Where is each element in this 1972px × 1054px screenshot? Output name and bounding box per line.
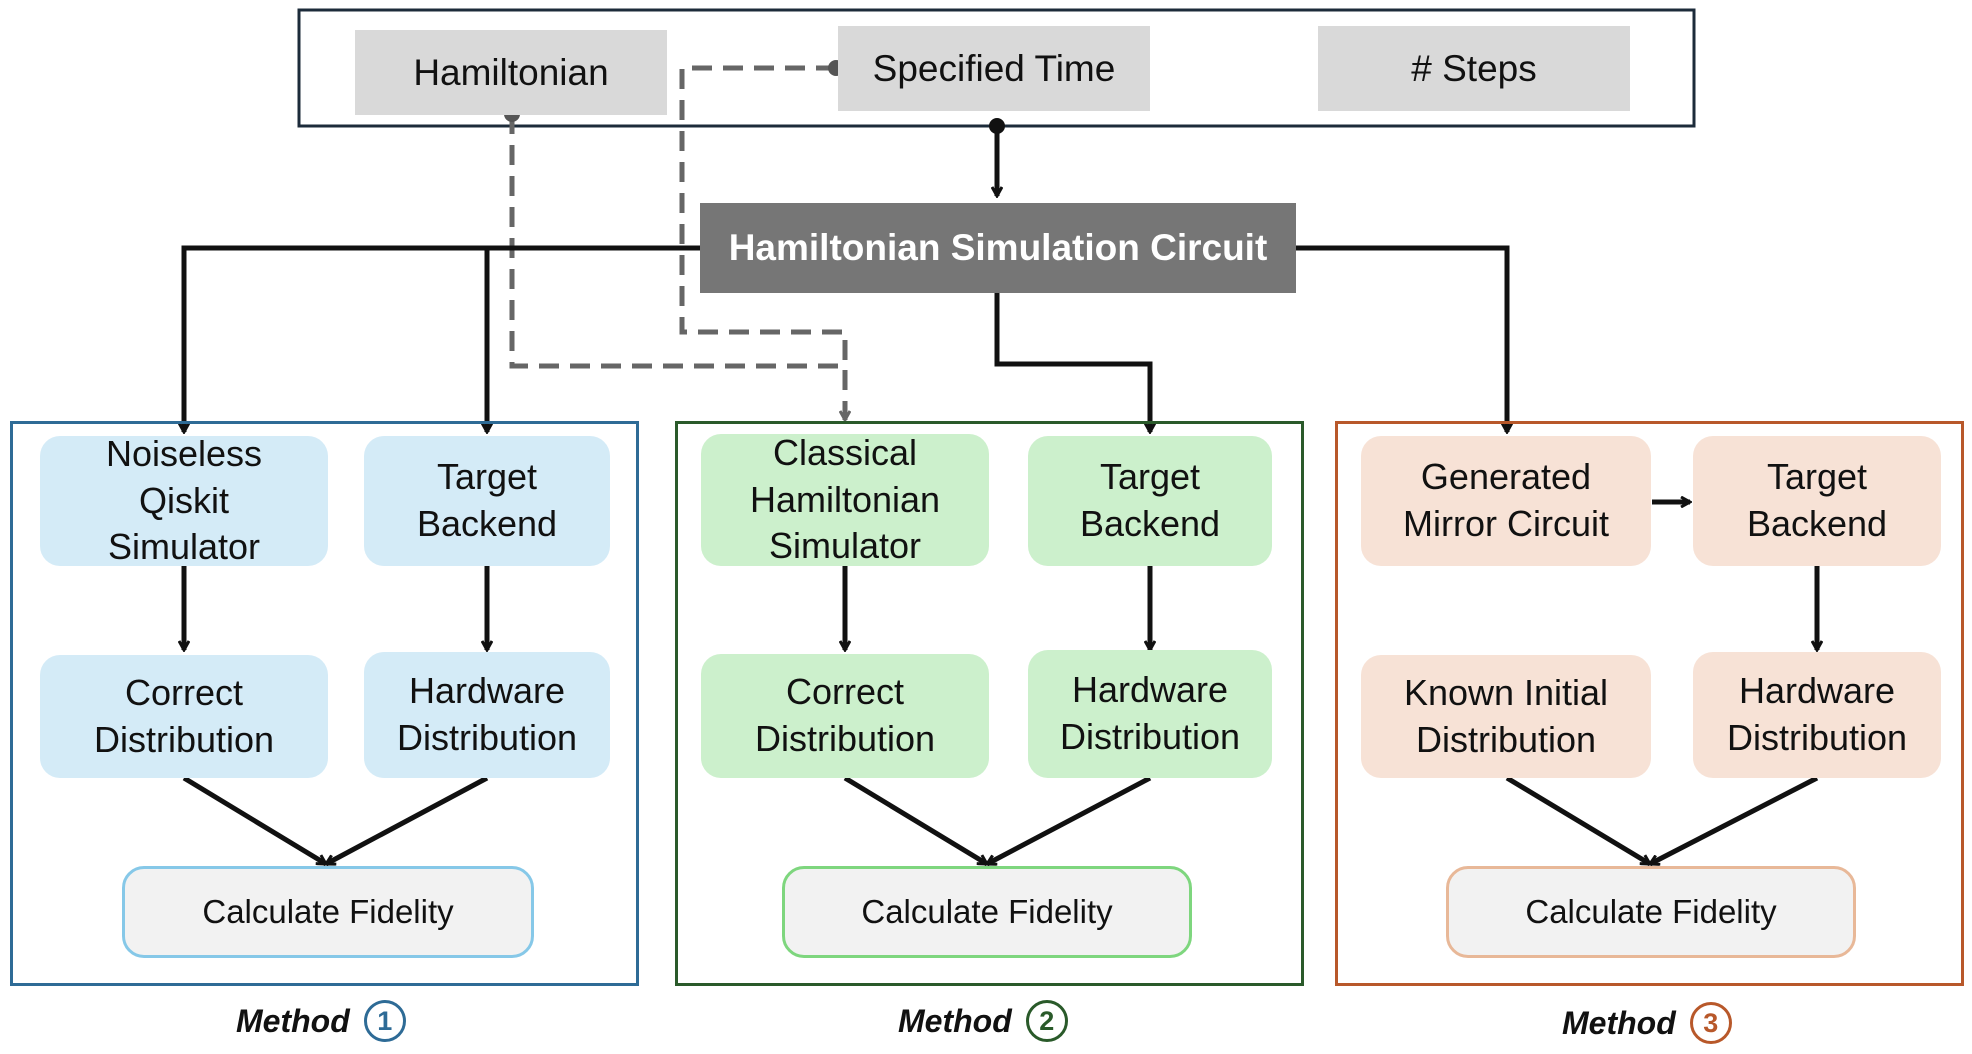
calculate-fidelity-2-node: Calculate Fidelity <box>782 866 1192 958</box>
method-2-text: Method <box>898 1002 1012 1039</box>
method-2-number-badge: 2 <box>1025 1000 1068 1042</box>
mirror-circuit-node: Generated Mirror Circuit <box>1361 436 1651 566</box>
method-3-text: Method <box>1562 1004 1676 1041</box>
hamiltonian-simulation-circuit: Hamiltonian Simulation Circuit <box>700 203 1296 293</box>
method-3-frame <box>1335 421 1964 986</box>
correct2-to-fidelity-arrow <box>843 775 987 867</box>
hamiltonian-dashed-connector <box>509 114 845 420</box>
known-initial-distribution-node: Known Initial Distribution <box>1361 655 1651 778</box>
method-1-text: Method <box>236 1002 350 1039</box>
method-1-frame <box>10 421 639 986</box>
noiseless-simulator-node: Noiseless Qiskit Simulator <box>40 433 328 567</box>
method-3-number-badge: 3 <box>1689 1002 1732 1044</box>
classical-simulator-node: Classical Hamiltonian Simulator <box>701 432 989 566</box>
calculate-fidelity-1-node: Calculate Fidelity <box>122 866 534 958</box>
hardware3-to-fidelity-arrow <box>1650 775 1819 867</box>
steps-input: # Steps <box>1318 26 1630 111</box>
time-dashed-connector <box>679 65 848 380</box>
hardware1-to-fidelity-arrow <box>326 775 489 867</box>
correct-distribution-2-node: Correct Distribution <box>701 654 989 778</box>
hardware-distribution-2-node: Hardware Distribution <box>1028 650 1272 778</box>
circuit-to-backend-2-arrow <box>994 292 1150 432</box>
correct1-to-fidelity-arrow <box>182 775 326 867</box>
known-to-fidelity-arrow <box>1505 775 1650 867</box>
correct-distribution-1-node: Correct Distribution <box>40 655 328 778</box>
method-1-label: Method 1 <box>236 1000 406 1042</box>
target-backend-1-node: Target Backend <box>364 436 610 566</box>
hardware-distribution-3-node: Hardware Distribution <box>1693 652 1941 778</box>
circuit-to-mirror-arrow <box>1296 245 1507 432</box>
method-1-number-badge: 1 <box>363 1000 406 1042</box>
method-3-label: Method 3 <box>1562 1002 1732 1044</box>
specified-time-input: Specified Time <box>838 26 1150 111</box>
hardware-distribution-1-node: Hardware Distribution <box>364 652 610 778</box>
time-output-dot <box>989 118 1005 134</box>
target-backend-2-node: Target Backend <box>1028 436 1272 566</box>
hamiltonian-input: Hamiltonian <box>355 30 667 115</box>
hardware2-to-fidelity-arrow <box>987 775 1152 867</box>
target-backend-3-node: Target Backend <box>1693 436 1941 566</box>
calculate-fidelity-3-node: Calculate Fidelity <box>1446 866 1856 958</box>
method-2-frame <box>675 421 1304 986</box>
circuit-to-simulator-1-arrow <box>184 245 700 432</box>
method-2-label: Method 2 <box>898 1000 1068 1042</box>
